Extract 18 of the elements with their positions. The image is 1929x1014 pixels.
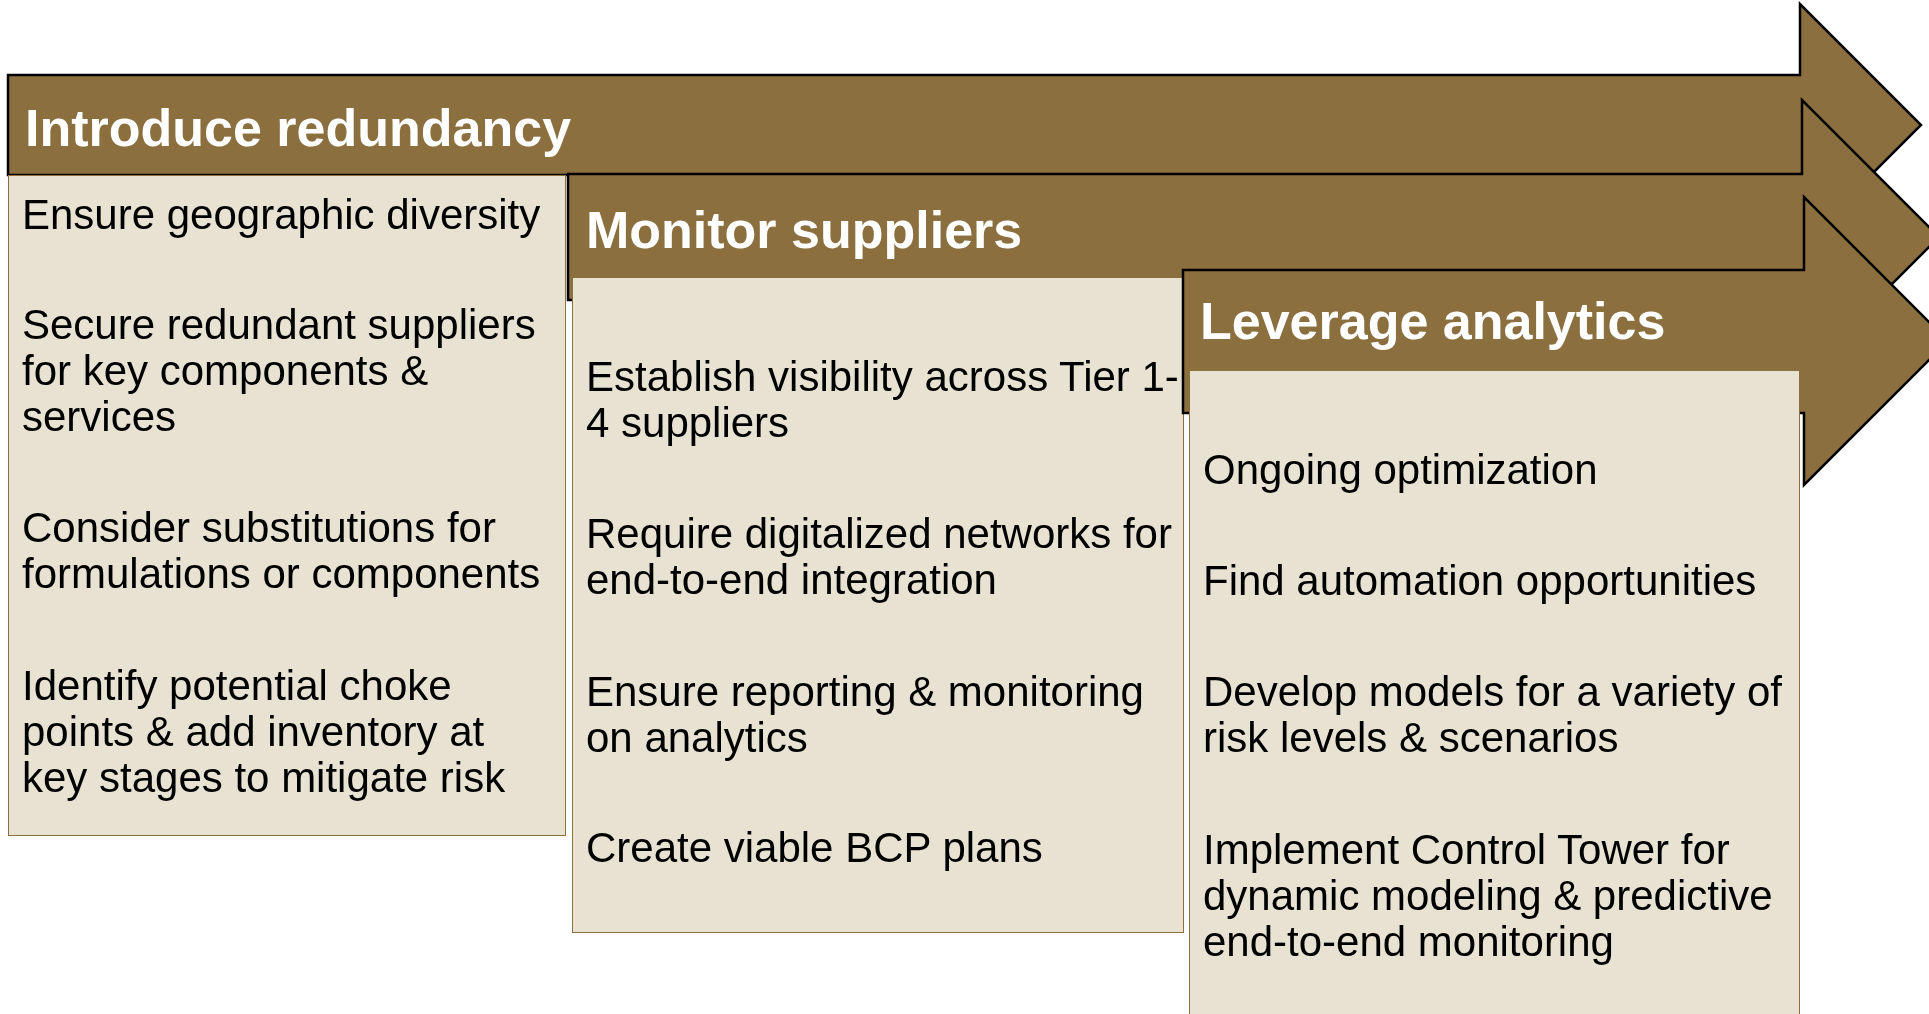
action-item: Develop models for a variety of risk levels & scenarios xyxy=(1203,669,1783,761)
action-item: Ongoing optimization xyxy=(1203,447,1599,493)
action-item: Establish visibility across Tier 1-4 suppliers xyxy=(586,354,1179,446)
action-panel xyxy=(1189,370,1800,1014)
action-item: Implement Control Tower for dynamic modeling & predictive end-to-end monitoring xyxy=(1203,827,1774,965)
action-panel xyxy=(572,277,1184,933)
action-item: Ensure geographic diversity xyxy=(22,192,542,238)
action-item: Ensure reporting & monitoring on analytics xyxy=(586,669,1145,761)
action-item: Consider substitutions for formulations or components xyxy=(22,505,542,597)
stage-heading: Introduce redundancy xyxy=(25,100,572,158)
action-panel xyxy=(8,175,566,836)
stage-heading: Monitor suppliers xyxy=(586,202,1023,260)
action-item: Identify potential choke points & add inventory at key stages to mitigate risk xyxy=(22,663,507,801)
action-item: Find automation opportunities xyxy=(1203,558,1758,604)
action-item: Create viable BCP plans xyxy=(586,825,1044,871)
action-item: Secure redundant suppliers for key components & services xyxy=(22,302,537,440)
action-item: Require digitalized networks for end-to-end integration xyxy=(586,511,1173,603)
stage-heading: Leverage analytics xyxy=(1200,293,1666,351)
